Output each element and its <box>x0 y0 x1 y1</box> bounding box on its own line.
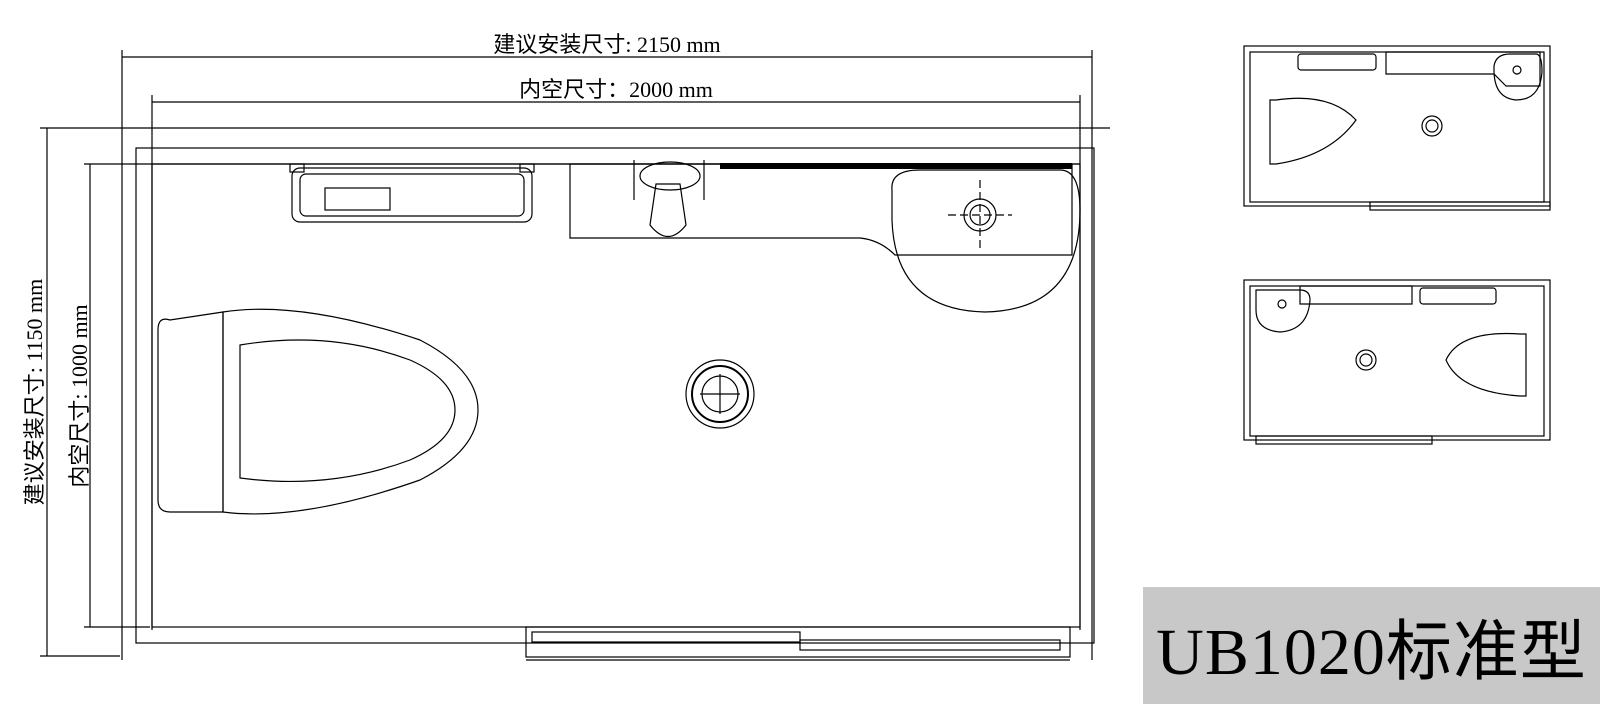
vanity-counter <box>569 163 1073 256</box>
model-label-box: UB1020标准型 <box>1143 587 1600 704</box>
install-width-label: 建议安装尺寸: 2150 mm <box>493 32 720 57</box>
variant-plan-b <box>1243 279 1551 445</box>
sliding-door <box>525 626 1071 661</box>
inner-height-dimension: 内空尺寸: 1000 mm <box>67 163 1080 628</box>
variant-plan-a <box>1243 45 1551 211</box>
inner-height-label: 内空尺寸: 1000 mm <box>67 304 92 487</box>
install-height-label: 建议安装尺寸: 1150 mm <box>22 279 47 506</box>
room-walls <box>135 147 1095 644</box>
faucet <box>633 160 705 238</box>
toilet <box>157 308 479 515</box>
install-height-dimension: 建议安装尺寸: 1150 mm <box>22 127 1110 657</box>
model-label: UB1020标准型 <box>1156 615 1587 689</box>
inner-width-label: 内空尺寸：2000 mm <box>519 77 713 102</box>
floor-drain <box>685 359 755 429</box>
install-width-dimension: 建议安装尺寸: 2150 mm <box>121 32 1093 660</box>
towel-rack <box>289 163 535 223</box>
washbasin <box>891 169 1081 313</box>
inner-width-dimension: 内空尺寸：2000 mm <box>151 77 1081 630</box>
